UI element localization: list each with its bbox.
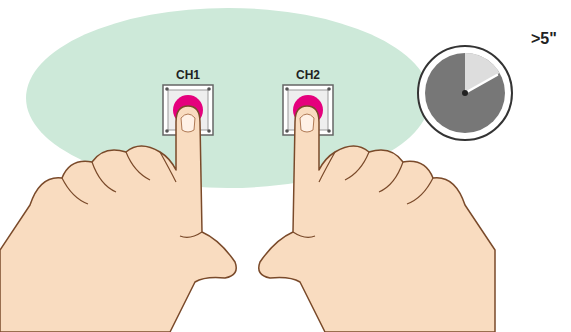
channel-label: CH2 (283, 68, 333, 82)
finger-crease (293, 152, 433, 237)
clock-hand (465, 75, 497, 93)
push-button: CH2 (283, 85, 333, 135)
clock-face (425, 53, 505, 133)
hand (0, 106, 236, 332)
channel-label: CH1 (163, 68, 213, 82)
clock-pivot (462, 90, 468, 96)
fingernail (300, 114, 314, 132)
screw (285, 129, 289, 133)
screw (165, 129, 169, 133)
time-label: >5" (531, 30, 557, 48)
timer-clock (418, 46, 512, 140)
screw (327, 87, 331, 91)
clock-wedge (465, 53, 500, 93)
left-hand (0, 106, 236, 332)
screw (207, 87, 211, 91)
finger-crease (62, 152, 202, 237)
screw (327, 129, 331, 133)
fingernail (181, 114, 195, 132)
screw (285, 87, 289, 91)
screw (165, 87, 169, 91)
push-button: CH1 (163, 85, 213, 135)
screw (207, 129, 211, 133)
clock-rim (418, 46, 512, 140)
